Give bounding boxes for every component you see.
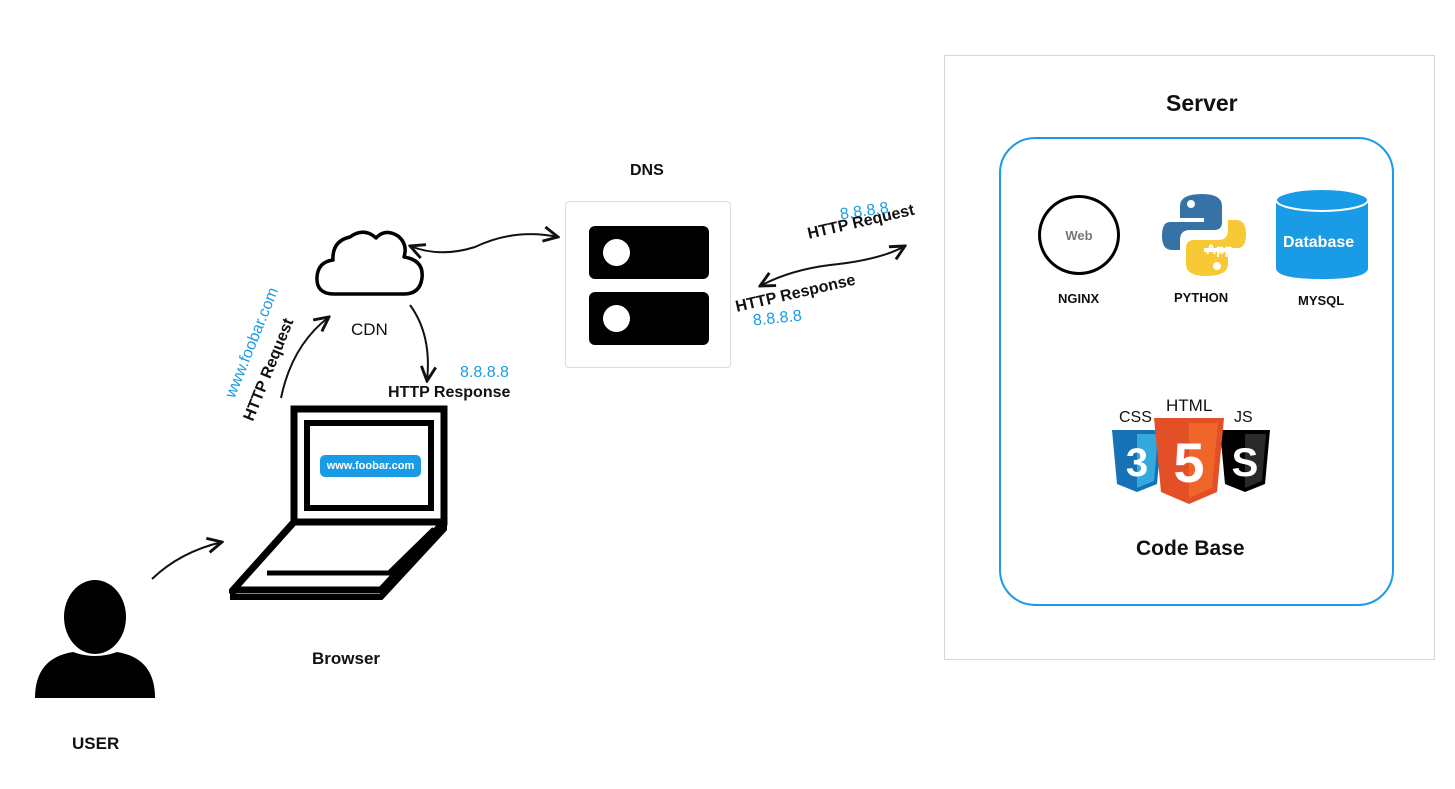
html-label: HTML: [1166, 396, 1213, 415]
css-shield-icon: 3: [1112, 430, 1162, 492]
laptop-icon: [229, 405, 448, 600]
browser-url-text: www.foobar.com: [326, 460, 415, 472]
browser-url-bar[interactable]: www.foobar.com: [320, 455, 421, 477]
arrow-browser-to-cdn: [280, 317, 329, 399]
user-icon: [35, 580, 155, 698]
response-ip-cdn: 8.8.8.8: [460, 364, 509, 381]
nginx-icon: Web: [1038, 195, 1120, 275]
cdn-label: CDN: [351, 320, 388, 339]
js-label: JS: [1234, 409, 1253, 426]
mysql-label: MYSQL: [1298, 293, 1345, 308]
html5-shield-glyph: 5: [1173, 431, 1204, 494]
arrow-user-to-browser: [151, 542, 222, 580]
css-label: CSS: [1119, 409, 1152, 426]
server-title: Server: [1166, 90, 1238, 116]
html5-shield-icon: 5: [1154, 418, 1224, 504]
user-label: USER: [72, 734, 120, 753]
js-shield-icon: S: [1220, 430, 1270, 492]
server-rack-bottom: [589, 292, 709, 345]
nginx-badge: Web: [1065, 227, 1093, 243]
python-badge: App: [1206, 241, 1234, 257]
dns-label: DNS: [630, 162, 664, 179]
cloud-icon: [315, 230, 424, 296]
codebase-label: Code Base: [1136, 537, 1245, 560]
response-label-cdn: HTTP Response: [388, 384, 511, 401]
dns-server-icon: [565, 201, 731, 368]
arrow-dns-server: [760, 246, 905, 286]
js-shield-glyph: S: [1232, 441, 1259, 485]
server-rack-top: [589, 226, 709, 279]
browser-label: Browser: [312, 649, 381, 668]
css-shield-glyph: 3: [1126, 441, 1148, 485]
nginx-label: NGINX: [1058, 291, 1100, 306]
arrow-cdn-to-browser: [409, 304, 428, 381]
server-stack-panel: [999, 137, 1394, 606]
python-label: PYTHON: [1174, 290, 1229, 305]
database-badge: Database: [1283, 234, 1355, 251]
arrow-cdn-dns: [410, 234, 558, 252]
python-logo-icon: [1162, 194, 1246, 276]
database-icon: [1275, 188, 1369, 279]
